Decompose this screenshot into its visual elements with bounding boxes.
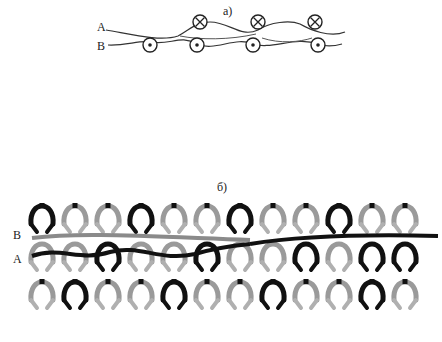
cross-circle [193, 15, 207, 29]
stitch-loop [295, 203, 317, 232]
thread-b [250, 235, 438, 244]
stitch-loop [97, 244, 119, 270]
stitch-loop [130, 279, 152, 308]
stitch-loop [394, 279, 416, 308]
stitch-loop [262, 244, 284, 270]
stitch-loop [361, 203, 383, 232]
stitch-loop [130, 244, 152, 270]
dot-circle [311, 38, 325, 52]
stitch-loop [229, 279, 251, 308]
thread-label: В [96, 39, 106, 53]
stitch-loop [295, 279, 317, 308]
figure-label: а) [222, 4, 233, 18]
stitch-loop [328, 203, 350, 232]
stitch-loop [328, 244, 350, 270]
stitch-loop [229, 203, 251, 232]
stitch-loop [394, 203, 416, 232]
thread-a [32, 244, 250, 256]
stitch-loop [262, 203, 284, 232]
stitch-loop [97, 203, 119, 232]
cross-circle [308, 15, 322, 29]
stitch-loop [361, 244, 383, 270]
stitch-loop [97, 279, 119, 308]
stitch-loop [163, 279, 185, 308]
cross-circle [251, 15, 265, 29]
dot-circle [246, 38, 260, 52]
figure-label: б) [216, 180, 228, 194]
thread-b [32, 235, 250, 240]
thread-label: А [96, 20, 107, 34]
stitch-loop [196, 279, 218, 308]
dot-circle [190, 38, 204, 52]
stitch-loop [262, 279, 284, 308]
dot-circle [143, 38, 157, 52]
stitch-loop [64, 203, 86, 232]
stitch-loop [31, 203, 53, 232]
stitch-loop [163, 203, 185, 232]
stitch-loop [31, 279, 53, 308]
stitch-loop [64, 279, 86, 308]
stitch-loop [361, 279, 383, 308]
stitch-loop [328, 279, 350, 308]
stitch-loop [130, 203, 152, 232]
stitch-loop [295, 244, 317, 270]
stitch-loop [394, 244, 416, 270]
thread-label: В [12, 228, 22, 242]
thread-label: А [12, 252, 23, 266]
stitch-loop [196, 203, 218, 232]
